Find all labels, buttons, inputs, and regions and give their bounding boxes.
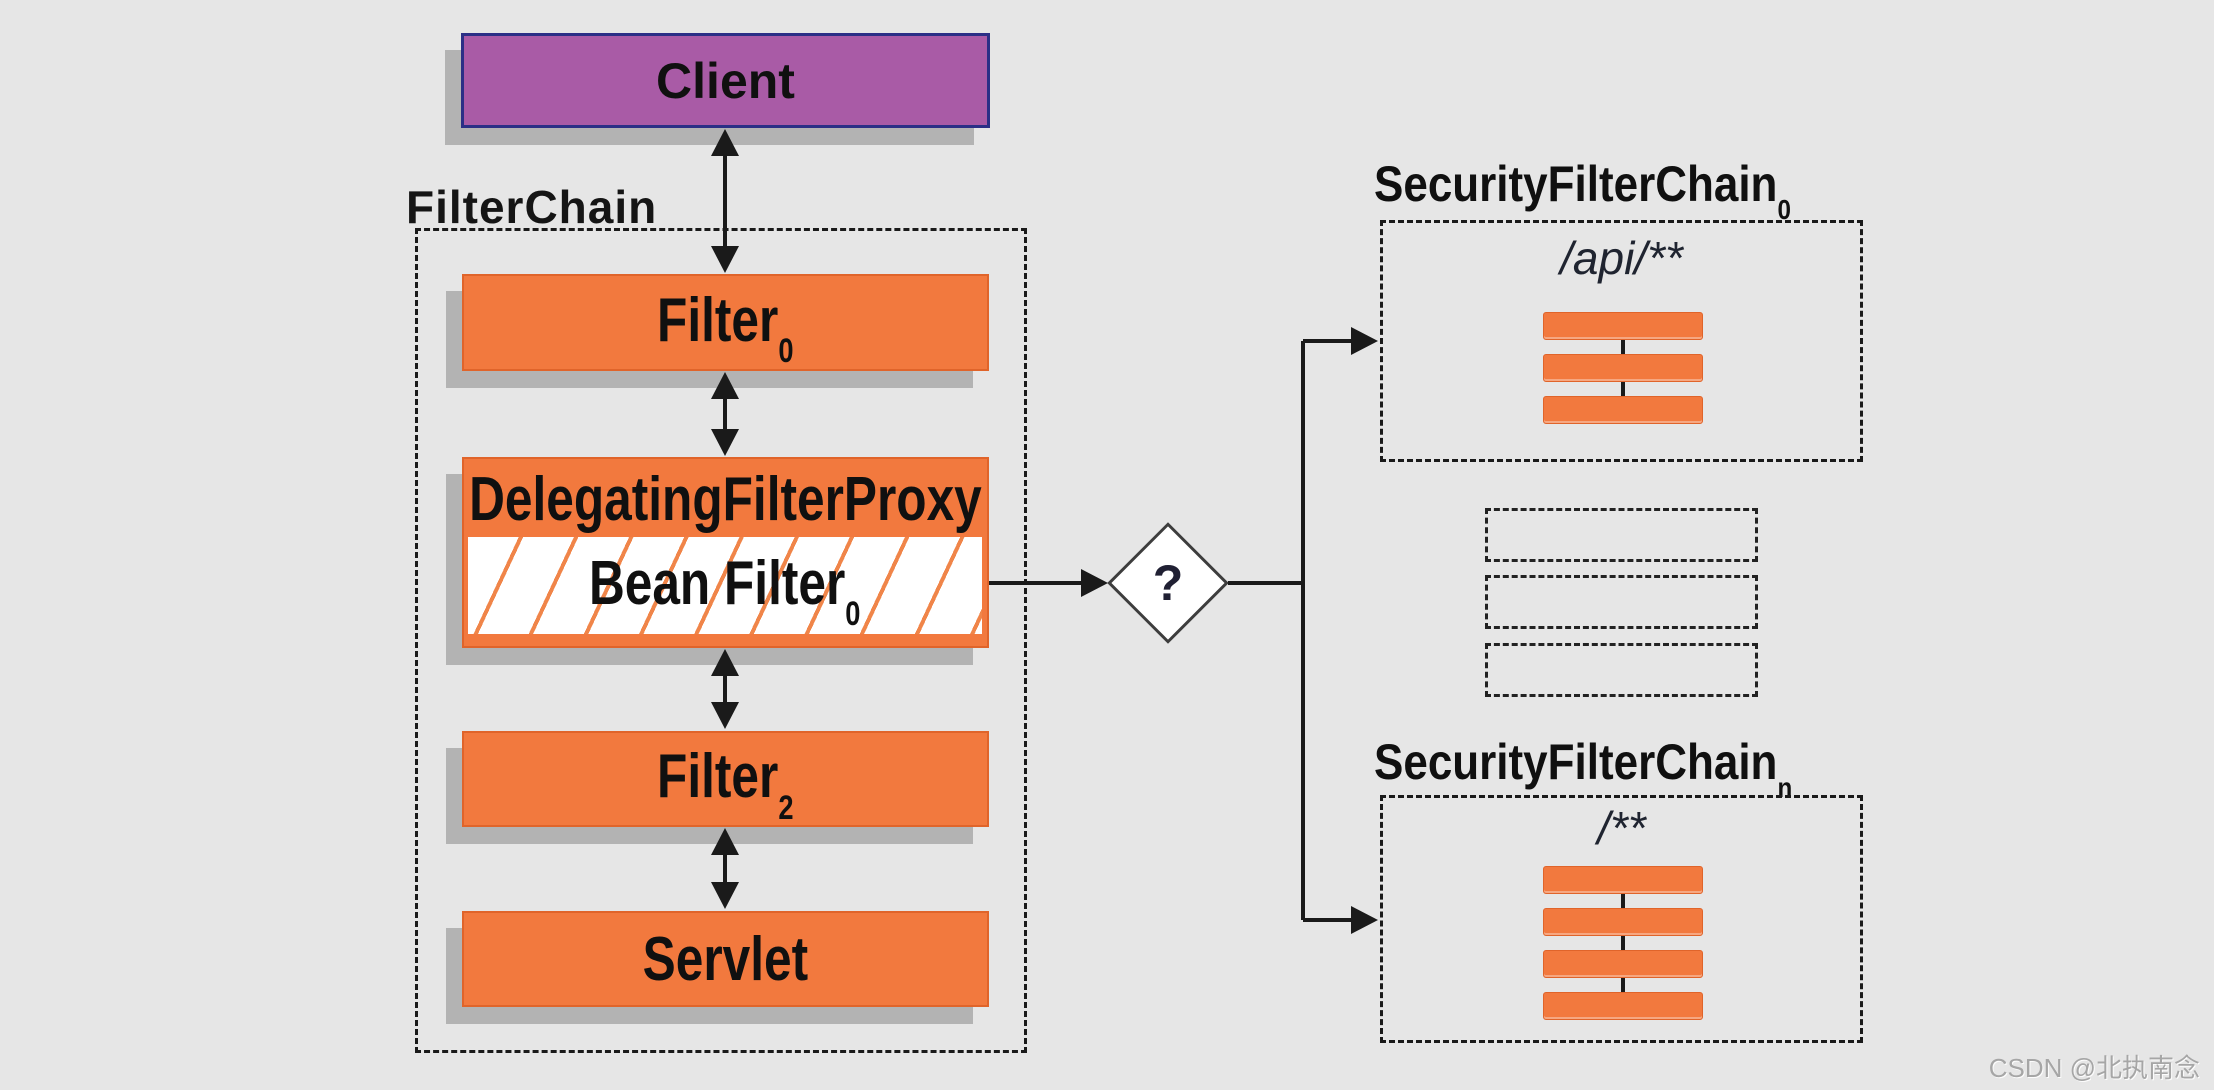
filter-bar [1543, 396, 1703, 424]
filter-bar [1543, 866, 1703, 894]
filter2-label: Filter2 [657, 742, 794, 827]
security-filter-chain-0-subscript: 0 [1777, 193, 1791, 225]
filter-bar [1543, 908, 1703, 936]
filter-bar [1543, 992, 1703, 1020]
servlet-box: Servlet [462, 911, 989, 1007]
servlet-label: Servlet [642, 924, 809, 994]
filter-bar [1543, 354, 1703, 382]
filter-bar-connector [1621, 382, 1625, 396]
filter2-box: Filter2 [462, 731, 989, 827]
security-filter-chain-n-box [1380, 795, 1863, 1043]
filter-bar-connector [1621, 340, 1625, 354]
security-filter-chain-0-label: SecurityFilterChain0 [1374, 156, 1791, 225]
security-filter-chain-n-filter-stack [1543, 866, 1703, 1020]
filter-bar-connector [1621, 978, 1625, 992]
bean-filter-subscript: 0 [845, 595, 861, 634]
security-filter-chain-0-filter-stack [1543, 312, 1703, 424]
delegating-filter-proxy-title: DelegatingFilterProxy [469, 464, 982, 534]
filterchain-label: FilterChain [406, 181, 658, 233]
placeholder-chain-box [1485, 508, 1758, 562]
filter-bar [1543, 950, 1703, 978]
filter2-subscript: 2 [778, 788, 794, 827]
filter-bar-connector [1621, 936, 1625, 950]
security-filter-chain-n-subscript: n [1777, 771, 1793, 803]
placeholder-chain-box [1485, 643, 1758, 697]
filter-bar-connector [1621, 894, 1625, 908]
placeholder-chain-box [1485, 575, 1758, 629]
security-filter-chain-0-url-pattern: /api/** [1560, 232, 1683, 284]
client-label: Client [656, 52, 795, 109]
filter-bar [1543, 312, 1703, 340]
security-filter-chain-n-label: SecurityFilterChainn [1374, 734, 1793, 803]
decision-question-mark: ? [1152, 555, 1184, 611]
csdn-watermark: CSDN @北执南念 [1988, 1053, 2200, 1083]
filter0-label: Filter0 [657, 285, 794, 371]
arrow-junction-sfc0 [1303, 327, 1378, 355]
bean-filter-label: Bean Filter0 [589, 548, 861, 634]
client-box: Client [461, 33, 990, 128]
filterchain-container [415, 228, 1027, 1053]
bean-filter-box: Bean Filter0 [468, 537, 982, 634]
line-decision-junction [1228, 341, 1305, 920]
filter0-box: Filter0 [462, 274, 989, 371]
security-filter-chain-0-box [1380, 220, 1863, 462]
filter0-subscript: 0 [778, 332, 794, 371]
arrow-junction-sfcn [1303, 906, 1378, 934]
security-filter-chain-n-url-pattern: /** [1597, 802, 1646, 854]
